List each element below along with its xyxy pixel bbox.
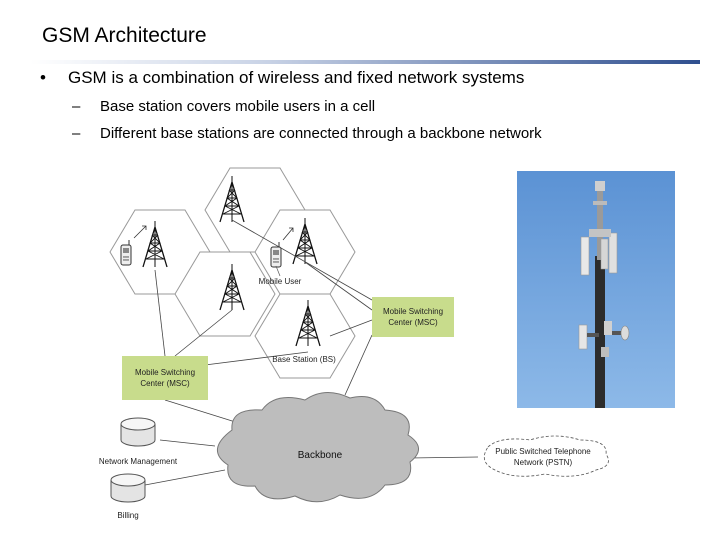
msc-right-label-line1: Mobile Switching	[383, 307, 443, 316]
billing-label: Billing	[117, 511, 138, 520]
database-icon	[110, 473, 146, 503]
msc-left-label-line2: Center (MSC)	[140, 379, 190, 388]
network-management-label: Network Management	[99, 457, 178, 466]
backbone-label: Backbone	[298, 450, 343, 461]
database-icon	[120, 417, 156, 447]
sub-bullet: – Base station covers mobile users in a c…	[72, 98, 375, 115]
msc-box-left	[122, 356, 208, 400]
cell-tower-photo	[517, 171, 675, 408]
mobile-user-label: Mobile User	[259, 277, 302, 286]
sub-bullet-marker: –	[72, 125, 81, 142]
pstn-label-line2: Network (PSTN)	[514, 458, 573, 467]
msc-box-right	[372, 297, 454, 337]
pstn-label-line1: Public Switched Telephone	[495, 447, 591, 456]
sub-bullet-text: Different base stations are connected th…	[100, 125, 542, 142]
main-bullet-text: GSM is a combination of wireless and fix…	[68, 68, 525, 87]
bullet-marker: •	[40, 68, 46, 87]
title-divider	[30, 60, 700, 64]
page-title: GSM Architecture	[42, 24, 207, 47]
sub-bullet-marker: –	[72, 98, 81, 115]
radio-link-icon	[133, 225, 294, 241]
base-station-label: Base Station (BS)	[272, 355, 336, 364]
sub-bullet-text: Base station covers mobile users in a ce…	[100, 98, 376, 115]
cell-hexagon	[254, 293, 356, 379]
msc-right-label-line2: Center (MSC)	[388, 318, 438, 327]
network-links	[144, 219, 479, 486]
msc-left-label-line1: Mobile Switching	[135, 368, 195, 377]
sub-bullet: – Different base stations are connected t…	[72, 125, 542, 142]
main-bullet: • GSM is a combination of wireless and fi…	[40, 68, 524, 88]
backbone-cloud	[217, 392, 419, 503]
pstn-cloud	[483, 435, 609, 477]
